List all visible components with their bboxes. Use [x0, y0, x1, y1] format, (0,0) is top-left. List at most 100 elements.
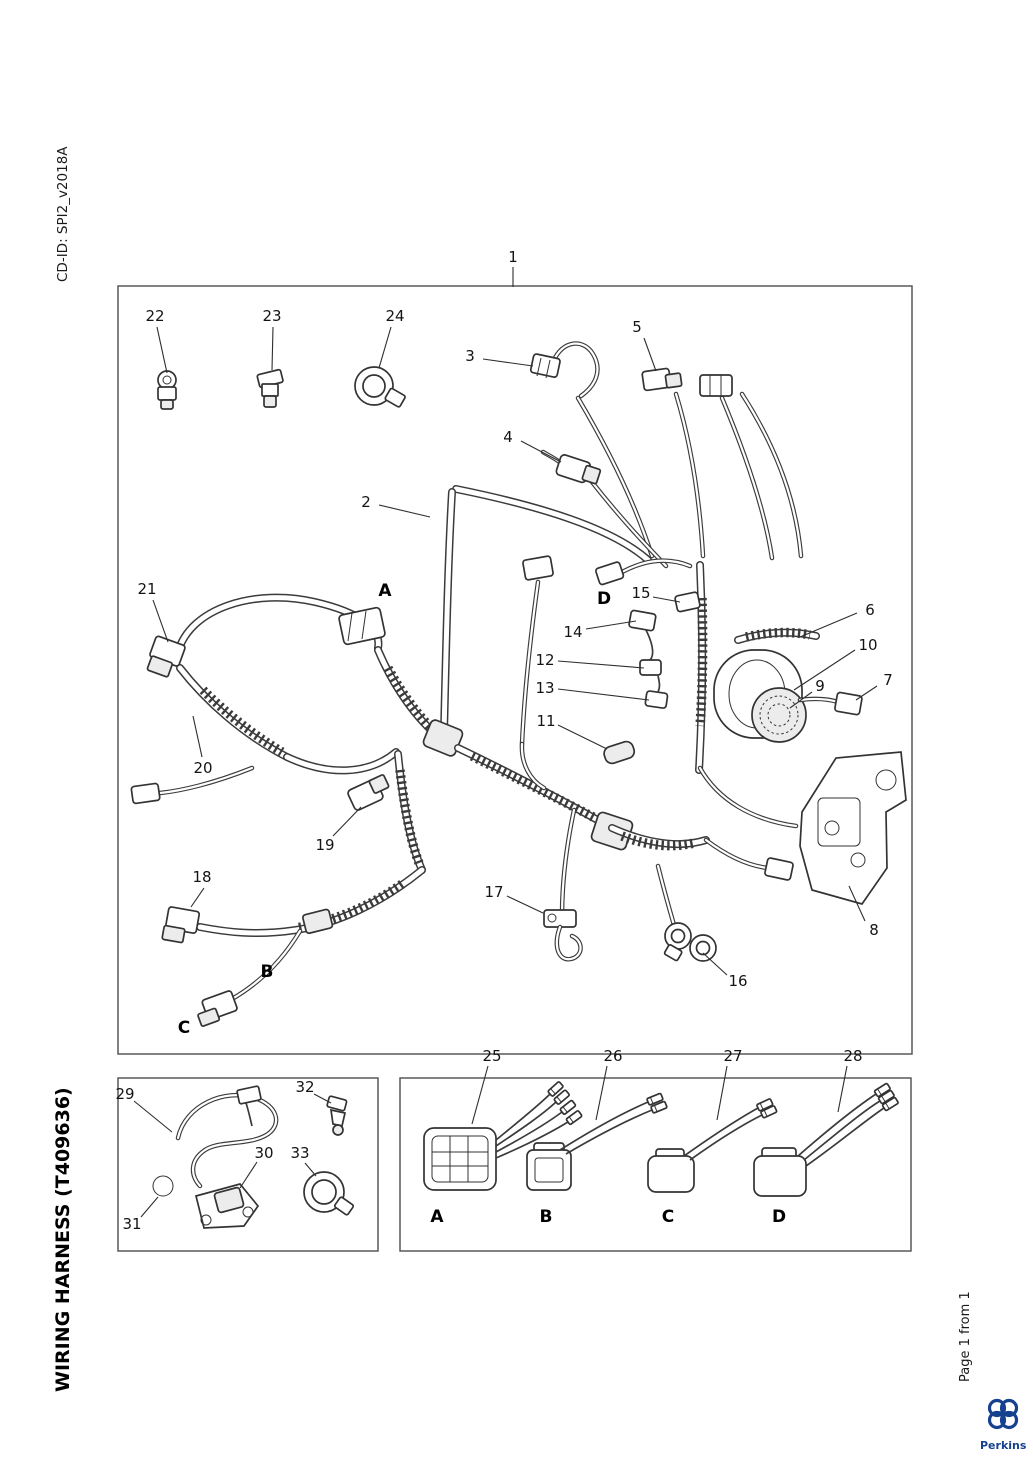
leader-line-7: [855, 685, 878, 701]
leader-line-12: [557, 660, 645, 669]
document-title: WIRING HARNESS (T409636): [52, 1087, 74, 1392]
variant-B-connector: [526, 1092, 669, 1191]
leader-line-29: [133, 1100, 173, 1133]
section-letter-A-0: A: [378, 581, 392, 601]
callout-number-17: 17: [484, 883, 503, 901]
section-letter-D-1: D: [597, 589, 611, 609]
leader-line-16: [702, 952, 728, 976]
callout-number-22: 22: [145, 307, 164, 325]
part-detail-top-connector: [236, 1085, 262, 1105]
part-19-connector: [347, 774, 390, 811]
leader-line-3: [482, 358, 534, 367]
callout-number-16: 16: [728, 972, 747, 990]
callout-number-21: 21: [137, 580, 156, 598]
callout-number-25: 25: [482, 1047, 501, 1065]
callout-number-26: 26: [603, 1047, 622, 1065]
callout-number-6: 6: [865, 601, 875, 619]
leader-line-13: [557, 688, 650, 701]
perkins-logo-text: Perkins: [980, 1439, 1027, 1452]
variant-A-connector: [423, 1080, 584, 1191]
leader-line-30: [239, 1161, 258, 1189]
perkins-logo-icon: [987, 1398, 1019, 1430]
tube-2: [440, 485, 652, 737]
leader-line-15: [652, 596, 681, 603]
callout-number-28: 28: [843, 1047, 862, 1065]
callout-number-27: 27: [723, 1047, 742, 1065]
leader-line-5: [643, 337, 657, 372]
callout-number-29: 29: [115, 1085, 134, 1103]
part-33-clamp: [303, 1171, 355, 1216]
detail-figure-frame: [117, 1077, 379, 1252]
callout-number-19: 19: [315, 836, 334, 854]
leader-line-14: [585, 620, 637, 630]
leader-line-8: [848, 885, 866, 922]
leader-line-31: [140, 1196, 159, 1218]
leader-line-21: [152, 599, 169, 643]
section-letter-C-3: C: [178, 1018, 190, 1038]
part-5-connector: [641, 367, 683, 392]
section-letter-C-6: C: [662, 1207, 674, 1227]
callout-number-15: 15: [631, 584, 650, 602]
leader-line-19: [332, 806, 362, 837]
part-22-sensor: [157, 370, 177, 410]
section-letter-B-5: B: [540, 1207, 553, 1227]
part-16-clamps: [663, 922, 717, 962]
leader-line-9: [789, 691, 813, 709]
part-7-connector: [797, 691, 863, 716]
callout-number-1: 1: [508, 248, 518, 266]
callout-number-12: 12: [535, 651, 554, 669]
leader-line-24: [378, 326, 392, 369]
leader-line-26: [595, 1065, 608, 1121]
callout-number-10: 10: [858, 636, 877, 654]
callout-number-32: 32: [295, 1078, 314, 1096]
center-trunk: [374, 558, 820, 935]
leader-line-22: [156, 326, 168, 374]
leader-line-27: [716, 1065, 728, 1121]
callout-number-33: 33: [290, 1144, 309, 1162]
section-letter-D-7: D: [772, 1207, 786, 1227]
callout-number-2: 2: [361, 493, 371, 511]
callout-number-14: 14: [563, 623, 582, 641]
part-8-bracket: [799, 751, 907, 905]
part-21-connector: [146, 635, 186, 678]
main-figure-frame: [117, 285, 913, 1055]
cd-id-text: CD-ID: SPI2_v2018A: [55, 146, 71, 282]
part-13-connector: [644, 690, 669, 709]
callout-number-18: 18: [192, 868, 211, 886]
part-top-right-connector: [699, 374, 733, 397]
part-15-connector: [674, 591, 701, 613]
callout-number-20: 20: [193, 759, 212, 777]
callout-number-8: 8: [869, 921, 879, 939]
part-B-branch-connector: [301, 908, 334, 935]
leader-line-11: [557, 724, 608, 750]
perkins-logo: Perkins: [980, 1394, 1026, 1452]
section-letter-A-4: A: [430, 1207, 444, 1227]
callout-number-3: 3: [465, 347, 475, 365]
part-30-bracket: [194, 1183, 260, 1229]
part-D-main-connector: [595, 561, 625, 586]
callout-number-31: 31: [122, 1215, 141, 1233]
callout-number-30: 30: [254, 1144, 273, 1162]
leader-line-2: [378, 504, 431, 518]
part-24-clamp: [354, 366, 406, 408]
part-A-connector: [338, 606, 386, 646]
leader-line-20: [192, 715, 203, 758]
leader-line-33: [304, 1162, 317, 1177]
leader-line-4: [520, 440, 562, 463]
callout-number-11: 11: [536, 712, 555, 730]
callout-number-9: 9: [815, 677, 825, 695]
callout-number-4: 4: [503, 428, 513, 446]
part-9-grommet: [751, 687, 807, 743]
part-31-ring: [152, 1175, 174, 1197]
variants-figure-frame: [399, 1077, 912, 1252]
page-number-label: Page 1 from 1: [958, 1291, 973, 1382]
part-11-plug: [603, 740, 636, 765]
detail-harness: [152, 1085, 355, 1229]
variant-D-connector: [753, 1082, 900, 1197]
variant-C-connector: [647, 1097, 778, 1193]
part-right-lower-connector: [764, 857, 794, 881]
part-23-sensor: [256, 368, 284, 408]
